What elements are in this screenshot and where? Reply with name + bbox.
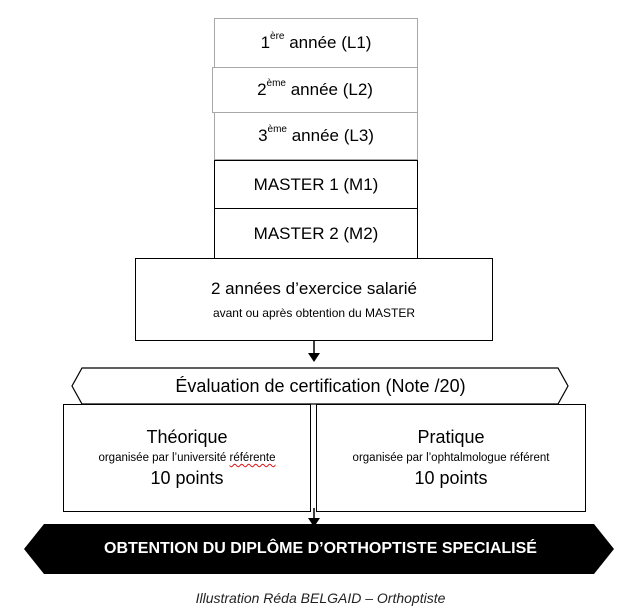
year-label-l1: 1ère année (L1) [260,31,372,52]
master-label-m1: MASTER 1 (M1) [253,174,379,194]
year-box-l1: 1ère année (L1) [214,18,418,68]
year-box-l2: 2ème année (L2) [212,67,418,113]
theory-box: Théorique organisée par l’université réf… [63,404,311,512]
practice-points: 10 points [414,468,488,488]
arrow-head-experience [308,353,320,362]
master-box-m2: MASTER 2 (M2) [214,208,418,259]
practice-box: Pratique organisée par l’ophtalmologue r… [316,404,586,512]
master-label-m2: MASTER 2 (M2) [253,223,379,243]
result-label: OBTENTION DU DIPLÔME D’ORTHOPTISTE SPECI… [104,540,537,557]
result-banner-shape [24,524,614,574]
experience-title: 2 années d’exercice salarié [210,279,417,298]
illustration-credit: Illustration Réda BELGAID – Orthoptiste [195,590,446,606]
theory-points: 10 points [150,468,224,488]
practice-subtitle: organisée par l’ophtalmologue référent [352,452,550,464]
year-label-l2: 2ème année (L2) [257,78,373,99]
evaluation-label: Évaluation de certification (Note /20) [175,376,466,396]
theory-subtitle: organisée par l’université référente [98,452,276,464]
experience-subtitle: avant ou après obtention du MASTER [212,306,416,320]
arrow-head-result [308,518,320,527]
year-label-l3: 3ème année (L3) [258,124,374,145]
practice-title: Pratique [417,427,485,447]
theory-title: Théorique [146,427,228,447]
experience-box: 2 années d’exercice salarié avant ou apr… [135,258,493,341]
year-box-l3: 3ème année (L3) [214,112,418,160]
master-box-m1: MASTER 1 (M1) [214,160,418,209]
